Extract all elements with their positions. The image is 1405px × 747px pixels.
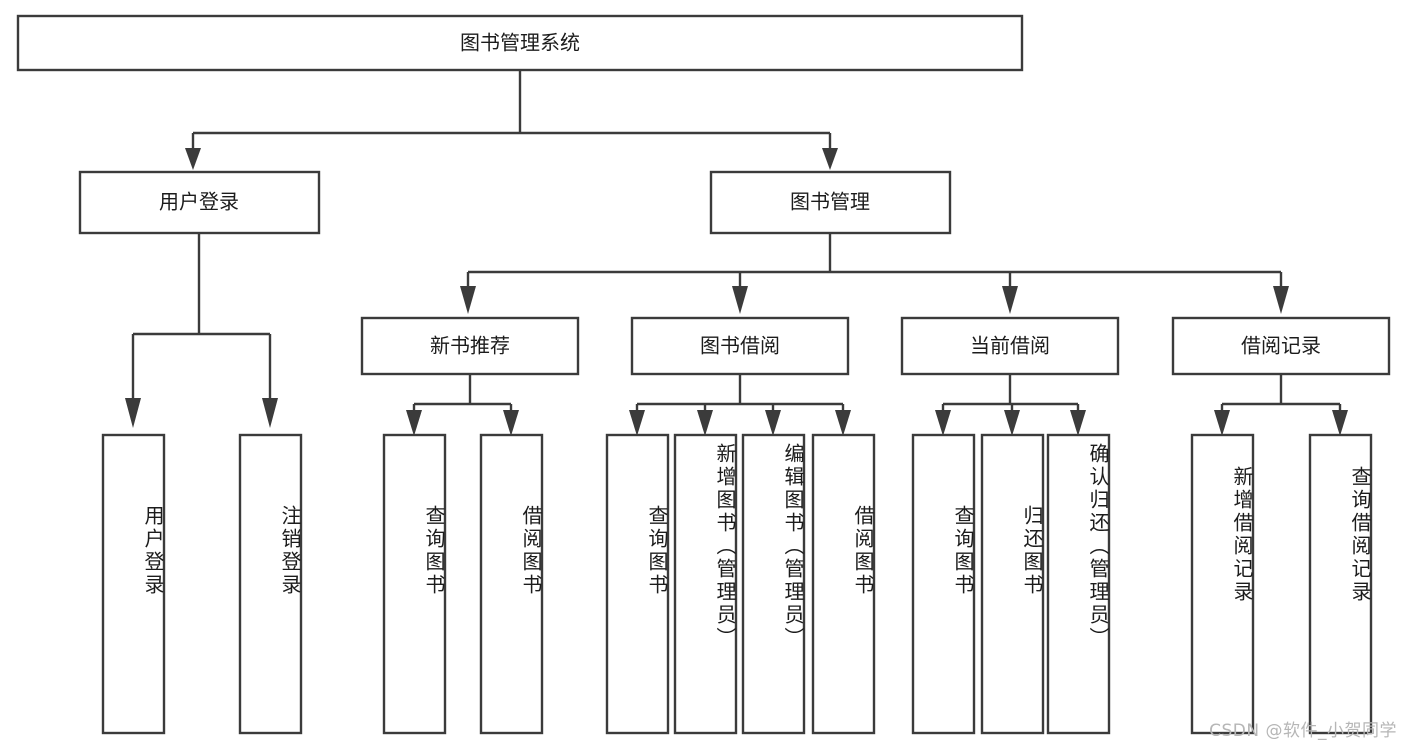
node-box-leaf-rec-query-book[interactable] [382, 433, 447, 735]
node-box-leaf-borrow-edit-book[interactable] [741, 433, 806, 735]
arrow-leaf-rec-borrow-book [503, 410, 519, 436]
node-box-leaf-borrow-add-book[interactable] [673, 433, 738, 735]
arrow-to-book-borrow [732, 286, 748, 314]
arrow-to-new-book-rec [460, 286, 476, 314]
node-box-leaf-current-return-book[interactable] [980, 433, 1045, 735]
arrow-leaf-current-query-book [935, 410, 951, 436]
arrow-leaf-record-add [1214, 410, 1230, 436]
node-box-book-manage[interactable] [709, 170, 952, 235]
arrow-leaf-borrow-edit-book [765, 410, 781, 436]
arrow-leaf-borrow-add-book [697, 410, 713, 436]
node-box-leaf-user-login[interactable] [101, 433, 166, 735]
node-label-user-login: 用户登录 [159, 190, 239, 214]
node-box-user-login[interactable] [78, 170, 321, 235]
node-box-book-borrow[interactable] [630, 316, 850, 376]
arrow-leaf-current-confirm-return [1070, 410, 1086, 436]
watermark-text: CSDN @软件_小贺同学 [1209, 721, 1397, 741]
arrow-to-borrow-record [1273, 286, 1289, 314]
node-label-book-borrow: 图书借阅 [700, 334, 780, 358]
node-label-new-book-rec: 新书推荐 [430, 334, 510, 358]
node-box-group: 图书管理系统 用户登录 图书管理 新书推荐 图书借阅 当前借阅 借阅记录 [16, 14, 1391, 735]
node-box-leaf-record-add[interactable] [1190, 433, 1255, 735]
node-box-leaf-current-confirm-return[interactable] [1046, 433, 1111, 735]
connector-group [125, 70, 1348, 436]
node-box-leaf-current-query-book[interactable] [911, 433, 976, 735]
arrow-leaf-record-query [1332, 410, 1348, 436]
arrow-leaf-user-logout [262, 398, 278, 428]
arrow-leaf-borrow-query-book [629, 410, 645, 436]
node-box-leaf-borrow-borrow-book[interactable] [811, 433, 876, 735]
node-box-new-book-rec[interactable] [360, 316, 580, 376]
node-label-borrow-record: 借阅记录 [1241, 334, 1321, 358]
node-box-leaf-borrow-query-book[interactable] [605, 433, 670, 735]
node-label-current-borrow: 当前借阅 [970, 334, 1050, 358]
node-box-leaf-record-query[interactable] [1308, 433, 1373, 735]
node-box-borrow-record[interactable] [1171, 316, 1391, 376]
node-label-book-manage: 图书管理 [790, 190, 870, 214]
node-label-root: 图书管理系统 [460, 31, 580, 55]
arrow-to-current-borrow [1002, 286, 1018, 314]
arrow-leaf-user-login [125, 398, 141, 428]
node-box-root[interactable] [16, 14, 1024, 72]
node-box-leaf-rec-borrow-book[interactable] [479, 433, 544, 735]
node-box-current-borrow[interactable] [900, 316, 1120, 376]
node-box-leaf-user-logout[interactable] [238, 433, 303, 735]
arrow-to-user-login [185, 148, 201, 170]
arrow-to-book-manage [822, 148, 838, 170]
arrow-leaf-current-return-book [1004, 410, 1020, 436]
arrow-leaf-borrow-borrow-book [835, 410, 851, 436]
arrow-leaf-rec-query-book [406, 410, 422, 436]
